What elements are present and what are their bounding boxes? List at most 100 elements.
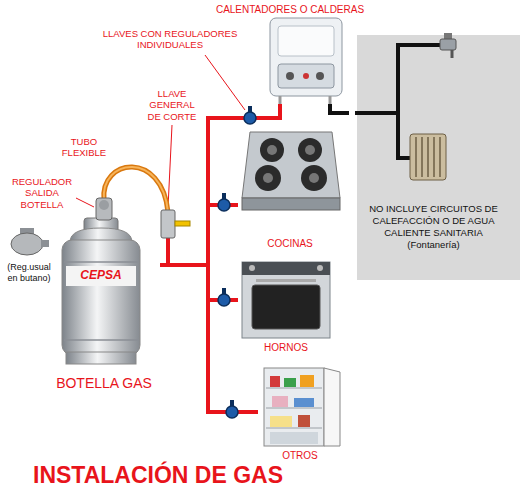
water-heater — [270, 18, 342, 96]
regulator-valve — [218, 199, 230, 211]
bottle-regulator — [96, 198, 112, 220]
regulator-valve — [218, 294, 230, 306]
node-label: COCINAS — [267, 238, 313, 251]
cooktop — [305, 145, 315, 155]
exclusion-note-panel: NO INCLUYE CIRCUITOS DE CALEFACCIÓN O DE… — [349, 35, 518, 280]
callout-label: LLAVES CON REGULADORES INDIVIDUALES — [95, 28, 245, 51]
radiator-symbol — [410, 134, 446, 180]
gas-cylinder — [66, 352, 136, 364]
cooktop — [301, 165, 327, 191]
callout-label: REGULADOR SALIDA BOTELLA — [10, 176, 74, 210]
butane-regulator — [41, 240, 49, 247]
oven — [252, 285, 320, 329]
bottle-regulator — [96, 198, 112, 220]
fridge — [266, 388, 322, 428]
flexible-hose — [104, 167, 168, 212]
main-shutoff-valve — [166, 236, 170, 267]
regulator-valve — [222, 193, 226, 199]
flexible-hose — [104, 167, 168, 212]
exclusion-panel — [357, 35, 520, 280]
gas-pipe — [160, 265, 258, 412]
water-heater — [278, 64, 334, 88]
brand-logo-text: CEPSA — [66, 268, 136, 282]
water-heater — [316, 72, 324, 80]
regulator-valve — [230, 400, 234, 406]
fridge — [298, 415, 310, 427]
node-label: HORNOS — [264, 342, 308, 355]
regulator-valve — [222, 288, 226, 294]
appliance-other: OTROS — [258, 366, 342, 462]
diagram-title: INSTALACIÓN DE GAS — [33, 462, 283, 490]
water-heater — [278, 26, 334, 56]
fridge — [272, 396, 288, 407]
regulator-valve — [244, 112, 256, 124]
fridge — [264, 368, 324, 446]
flexible-hose — [104, 167, 168, 212]
gas-cylinder — [62, 218, 140, 364]
fridge — [264, 368, 340, 446]
radiator-symbol — [410, 134, 446, 180]
water-heater — [280, 96, 330, 104]
tap-symbol — [440, 33, 456, 58]
cooktop — [242, 132, 340, 198]
appliance-oven: HORNOS — [238, 258, 334, 354]
callout-label: LLAVE GENERAL DE CORTE — [146, 88, 198, 122]
bottle-regulator — [99, 200, 109, 210]
oven — [249, 265, 255, 271]
tap-symbol — [451, 50, 454, 58]
oven — [242, 262, 330, 275]
cooktop — [309, 173, 319, 183]
gas-pipe — [160, 205, 238, 265]
regulator-valve — [248, 106, 252, 112]
regulator-valve — [226, 406, 238, 418]
appliance-cooktop: COCINAS — [238, 126, 342, 250]
cooktop — [267, 145, 277, 155]
fridge — [270, 376, 280, 387]
callout-label: TUBO FLEXIBLE — [60, 136, 108, 159]
note-label: (Reg.usual en butano) — [2, 262, 56, 284]
water-heater — [270, 18, 342, 104]
water-heater — [286, 72, 294, 80]
gas-cylinder — [64, 262, 138, 340]
water-heater — [303, 73, 309, 79]
butane-regulator — [11, 233, 43, 255]
cooktop — [260, 138, 284, 162]
cooktop — [298, 138, 322, 162]
fridge — [270, 416, 292, 427]
exclusion-panel — [357, 35, 520, 280]
butane-regulator — [11, 228, 49, 255]
main-shutoff-valve — [161, 210, 175, 238]
cooktop — [255, 165, 281, 191]
tap-symbol — [440, 39, 456, 50]
cooktop — [242, 132, 340, 210]
gas-cylinder — [62, 240, 140, 355]
leader-line — [168, 125, 172, 208]
node-label: NO INCLUYE CIRCUITOS DE CALEFACCIÓN O DE… — [361, 203, 506, 251]
main-shutoff-valve — [161, 210, 190, 267]
oven — [242, 262, 330, 338]
gas-pipe — [160, 104, 280, 265]
leader-line — [205, 55, 245, 110]
fridge — [270, 432, 318, 444]
gas-bottle: BOTELLA GAS — [48, 222, 160, 392]
oven — [256, 279, 316, 282]
fridge — [324, 368, 340, 446]
gas-pipe — [330, 104, 349, 113]
node-label: OTROS — [282, 450, 318, 463]
oven — [242, 262, 330, 338]
cooktop — [263, 173, 273, 183]
oven — [317, 265, 323, 271]
radiator-symbol — [416, 137, 440, 177]
main-shutoff-valve — [175, 221, 190, 226]
appliance-heater: CALENTADORES O CALDERAS — [205, 4, 375, 104]
tap-symbol — [444, 33, 452, 39]
node-label: BOTELLA GAS — [56, 375, 152, 393]
gas-cylinder — [66, 266, 136, 286]
fridge — [294, 398, 314, 407]
